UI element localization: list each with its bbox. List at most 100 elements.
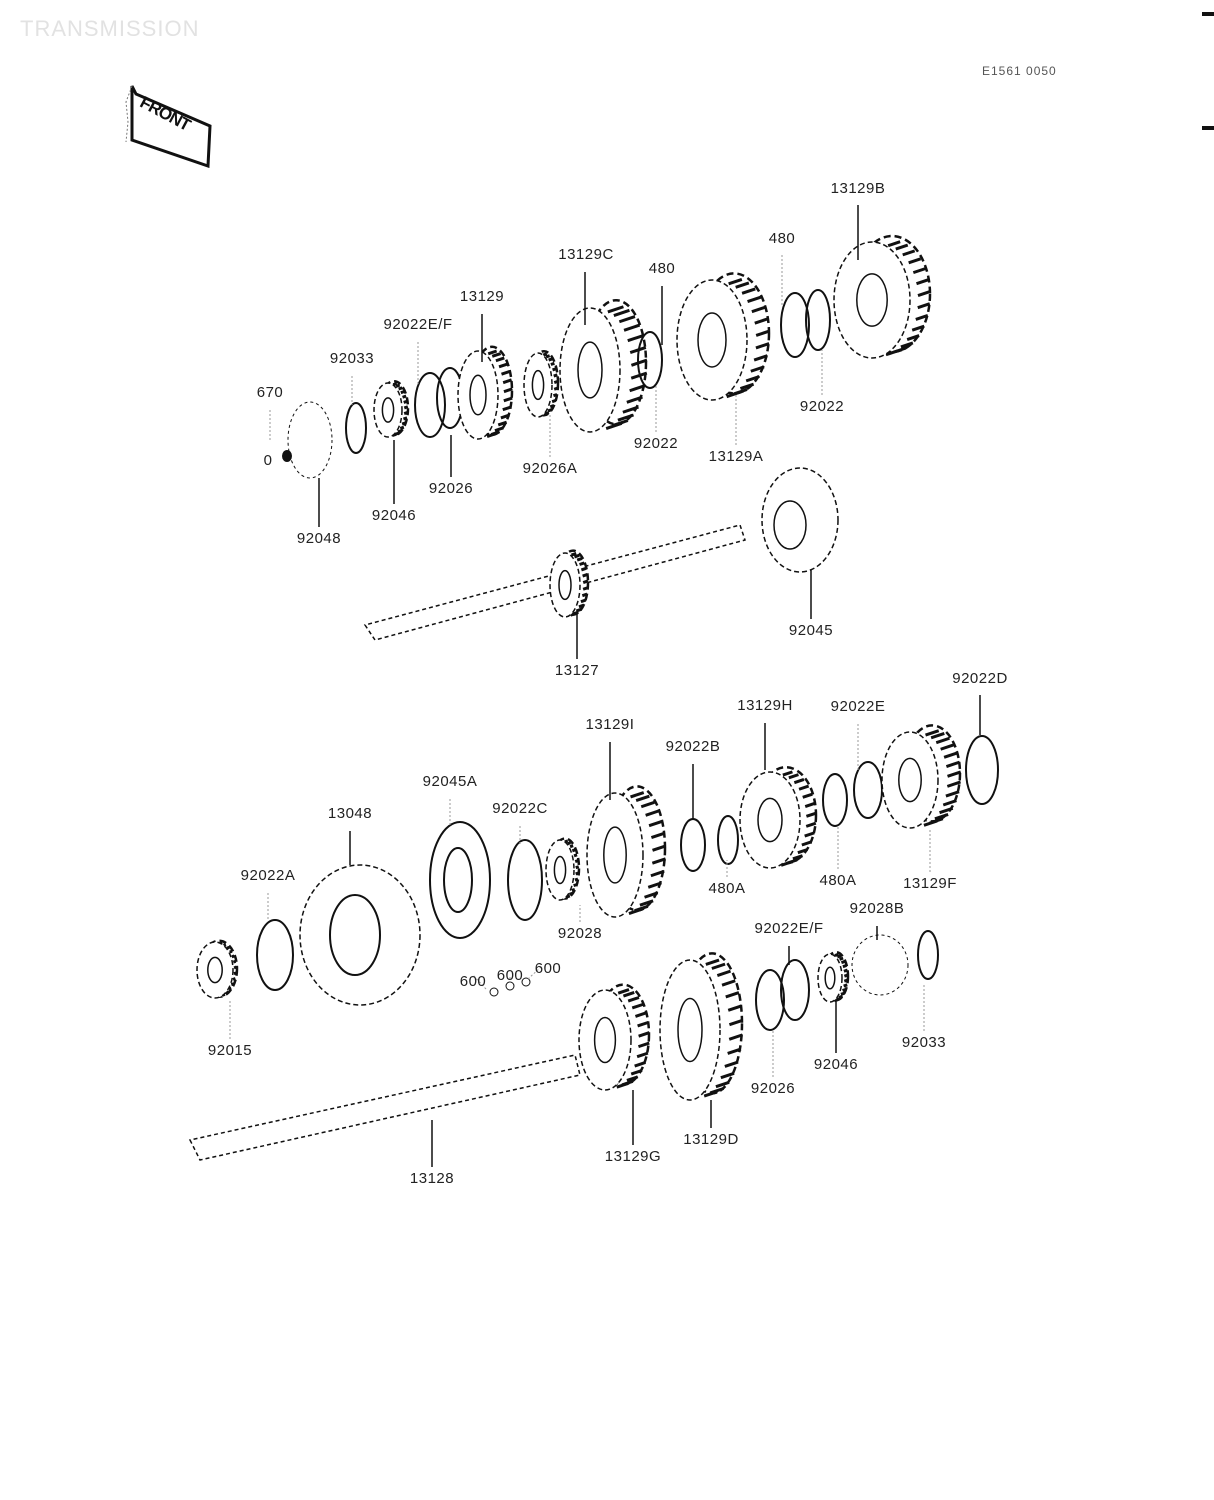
part-label[interactable]: 13129 bbox=[459, 288, 505, 305]
part-label[interactable]: 92022 bbox=[799, 398, 845, 415]
gear-13129-tooth bbox=[500, 413, 510, 420]
part-label[interactable]: 13129C bbox=[558, 246, 614, 263]
gear-13129D-tooth bbox=[724, 1060, 739, 1068]
washer-92022EF bbox=[414, 372, 446, 438]
shaft-gear-13127-tooth bbox=[580, 566, 587, 572]
gear-13129D-tooth bbox=[703, 1090, 718, 1098]
bushing-92028-tooth bbox=[574, 859, 579, 864]
needle-bearing-92046 bbox=[817, 953, 843, 1003]
part-label[interactable]: 0 bbox=[263, 452, 273, 469]
gear-13129-tooth bbox=[487, 349, 498, 356]
part-label[interactable]: 92026 bbox=[750, 1080, 796, 1097]
part-label[interactable]: 670 bbox=[256, 384, 284, 401]
gear-13129-tooth bbox=[495, 356, 505, 363]
bushing-92028-tooth bbox=[575, 865, 580, 870]
part-label[interactable]: 92022E bbox=[830, 698, 886, 715]
gear-13129I-tooth bbox=[648, 819, 663, 828]
gear-13129H-tooth bbox=[804, 831, 815, 838]
gear-13129D-tooth bbox=[727, 1004, 742, 1012]
nut-92015-tooth bbox=[233, 965, 237, 970]
nut-92015-tooth bbox=[231, 954, 235, 959]
part-label[interactable]: 600 bbox=[459, 973, 487, 990]
part-label[interactable]: 13127 bbox=[554, 662, 600, 679]
part-label[interactable]: 92046 bbox=[813, 1056, 859, 1073]
part-label[interactable]: 13129G bbox=[604, 1148, 662, 1165]
part-label[interactable]: 92026A bbox=[522, 460, 578, 477]
part-label[interactable]: 92033 bbox=[329, 350, 375, 367]
part-label[interactable]: 92045A bbox=[422, 773, 478, 790]
part-label[interactable]: 92022E/F bbox=[754, 920, 824, 937]
front-direction-sign: FRONT bbox=[120, 82, 220, 168]
part-label[interactable]: 92015 bbox=[207, 1042, 253, 1059]
part-label[interactable]: 92045 bbox=[788, 622, 834, 639]
part-label[interactable]: 13048 bbox=[327, 805, 373, 822]
needle-bearing-92046-tooth bbox=[843, 973, 849, 978]
gear-13129B-tooth bbox=[908, 257, 922, 265]
scan-mark bbox=[1202, 12, 1214, 16]
bushing-92026A-tooth bbox=[552, 367, 557, 372]
part-label[interactable]: 13129D bbox=[683, 1131, 739, 1148]
bushing-92026A-bore bbox=[531, 369, 545, 401]
bushing-92026A-tooth bbox=[553, 373, 558, 378]
part-label[interactable]: 92022B bbox=[665, 738, 721, 755]
part-label[interactable]: 92028B bbox=[849, 900, 905, 917]
diagram-code: E1561 0050 bbox=[982, 64, 1057, 78]
part-label[interactable]: 13129I bbox=[585, 716, 635, 733]
bushing-92026A-tooth bbox=[548, 357, 553, 362]
needle-bearing-92046-tooth bbox=[398, 386, 403, 391]
bushing-92028-tooth bbox=[566, 894, 571, 899]
gear-13129C-tooth bbox=[629, 384, 646, 393]
nut-92015-tooth bbox=[233, 971, 237, 976]
nut-92015-tooth bbox=[226, 945, 230, 950]
gear-13129-tooth bbox=[501, 370, 511, 376]
part-label[interactable]: 13129A bbox=[708, 448, 764, 465]
part-label[interactable]: 480 bbox=[648, 260, 676, 277]
gear-13129I-tooth bbox=[647, 881, 662, 889]
part-label[interactable]: 92046 bbox=[371, 507, 417, 524]
part-label[interactable]: 92022C bbox=[492, 800, 548, 817]
part-label[interactable]: 92022 bbox=[633, 435, 679, 452]
gear-13129C-tooth bbox=[623, 323, 641, 332]
gear-13129 bbox=[457, 350, 499, 440]
gear-13129F-tooth bbox=[945, 790, 960, 798]
part-label[interactable]: 600 bbox=[496, 967, 524, 984]
part-label[interactable]: 13129F bbox=[903, 875, 957, 892]
part-label[interactable]: 92048 bbox=[296, 530, 342, 547]
part-label[interactable]: 13129B bbox=[830, 180, 886, 197]
shaft-gear-13127-bore bbox=[558, 569, 572, 601]
washer-92022A bbox=[256, 919, 294, 991]
collar-92028B bbox=[851, 934, 909, 996]
needle-bearing-92046-tooth bbox=[839, 956, 844, 961]
gear-13129D-bore bbox=[677, 997, 703, 1063]
bearing-92045-bore bbox=[773, 500, 807, 550]
gear-13129B-tooth bbox=[887, 240, 901, 248]
gear-13129F-tooth bbox=[942, 799, 957, 807]
shaft-gear-13127-tooth bbox=[579, 561, 585, 566]
part-label[interactable]: 92026 bbox=[428, 480, 474, 497]
part-label[interactable]: 600 bbox=[534, 960, 562, 977]
circlip-480A bbox=[717, 815, 739, 865]
part-label[interactable]: 92022D bbox=[952, 670, 1008, 687]
part-label[interactable]: 92022E/F bbox=[383, 316, 453, 333]
gear-13129G-tooth bbox=[626, 1075, 639, 1082]
nut-92015-tooth bbox=[230, 982, 235, 987]
gear-13129-tooth bbox=[497, 420, 508, 427]
bushing-92028-tooth bbox=[571, 888, 576, 892]
washer-92022D bbox=[965, 735, 999, 805]
bushing-92028-tooth bbox=[567, 841, 572, 846]
part-label[interactable]: 92028 bbox=[557, 925, 603, 942]
gear-13129H bbox=[739, 771, 801, 869]
part-label[interactable]: 480A bbox=[708, 880, 746, 897]
gear-13129-tooth bbox=[503, 387, 513, 394]
bushing-92028-tooth bbox=[574, 877, 579, 882]
gear-13129A-bore bbox=[697, 312, 727, 368]
part-label[interactable]: 92022A bbox=[240, 867, 296, 884]
part-label[interactable]: 13128 bbox=[409, 1170, 455, 1187]
part-label[interactable]: 480 bbox=[768, 230, 796, 247]
part-label[interactable]: 13129H bbox=[737, 697, 793, 714]
shaft-gear-13127-tooth bbox=[580, 598, 587, 604]
gear-13129G bbox=[578, 989, 632, 1091]
part-label[interactable]: 480A bbox=[819, 872, 857, 889]
part-label[interactable]: 92033 bbox=[901, 1034, 947, 1051]
